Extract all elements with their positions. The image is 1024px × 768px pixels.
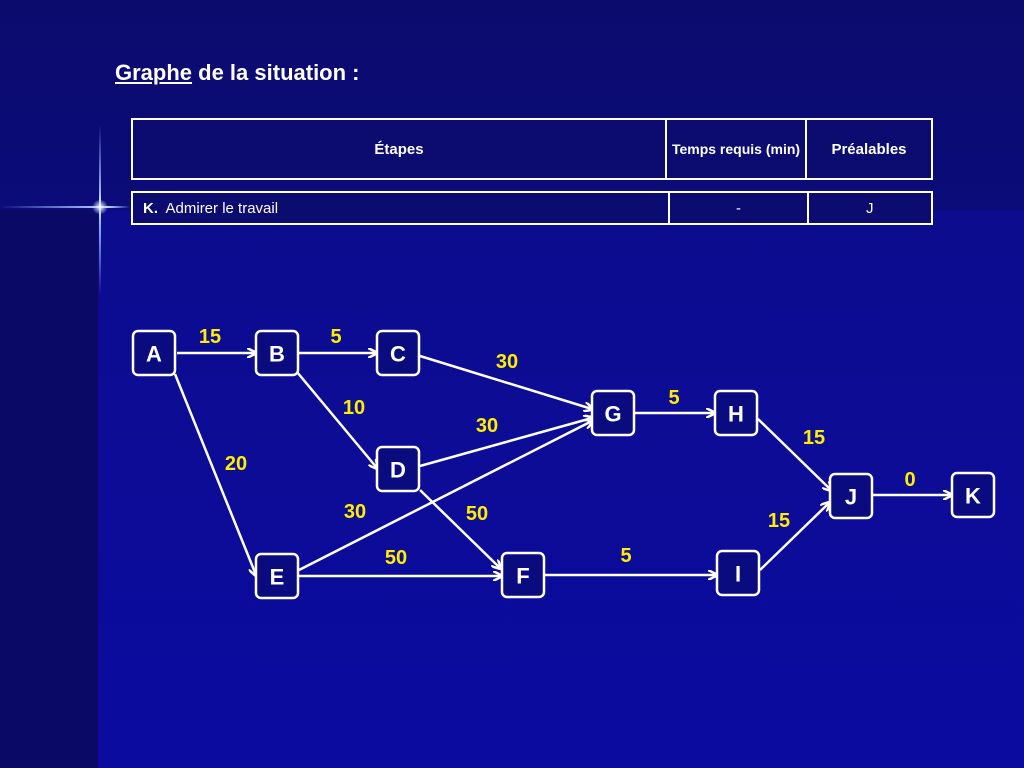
node-d: D <box>375 445 421 493</box>
background-left-band <box>0 210 98 768</box>
row-step-code: K. <box>143 199 158 217</box>
steps-table-header: Étapes Temps requis (min) Préalables <box>131 118 933 180</box>
edge-a-e <box>173 373 256 575</box>
edge-c-g <box>419 354 592 409</box>
edge-weight-c-g: 30 <box>496 351 518 373</box>
node-box <box>500 551 546 599</box>
title-rest: de la situation : <box>192 60 360 85</box>
edge-e-g <box>298 421 592 572</box>
light-flare-horizontal <box>0 206 130 208</box>
arrow-line <box>419 418 592 468</box>
node-label: G <box>604 402 621 427</box>
edge-weight-i-j: 15 <box>768 510 790 532</box>
edge-i-j <box>759 503 829 571</box>
node-box <box>828 472 874 520</box>
page-title: Graphe de la situation : <box>115 60 360 86</box>
node-box <box>254 329 300 377</box>
edge-weight-j-k: 0 <box>904 469 915 491</box>
node-label: H <box>728 402 744 427</box>
arrow-line <box>757 418 831 490</box>
edge-weight-f-i: 5 <box>620 545 631 567</box>
row-time-cell: - <box>668 191 809 225</box>
arrow-line <box>759 503 829 571</box>
edge-b-d <box>296 371 377 468</box>
node-label: I <box>735 562 741 587</box>
node-box <box>713 389 759 437</box>
steps-table-row: K. Admirer le travail - J <box>130 191 934 225</box>
node-e: E <box>254 552 300 600</box>
node-i: I <box>715 549 761 597</box>
header-etapes: Étapes <box>131 118 667 180</box>
edge-weight-e-f: 50 <box>385 547 407 569</box>
node-label: B <box>269 342 285 367</box>
node-box <box>254 552 300 600</box>
header-temps-requis: Temps requis (min) <box>665 118 807 180</box>
node-label: D <box>390 458 406 483</box>
row-step-name: Admirer le travail <box>165 199 279 217</box>
node-box <box>590 389 636 437</box>
edge-weight-d-f: 50 <box>466 503 488 525</box>
edge-weight-a-b: 15 <box>199 326 221 348</box>
title-underlined-word: Graphe <box>115 60 193 85</box>
node-label: C <box>390 342 406 367</box>
edge-weight-e-g: 30 <box>344 501 366 523</box>
node-a: A <box>131 329 177 377</box>
node-box <box>950 471 996 519</box>
node-box <box>375 445 421 493</box>
edge-weight-b-d: 10 <box>343 397 365 419</box>
node-box <box>715 549 761 597</box>
arrow-line <box>419 354 592 409</box>
edge-d-g <box>419 418 592 468</box>
edge-weight-h-j: 15 <box>803 427 825 449</box>
node-label: J <box>845 485 857 510</box>
light-flare-center <box>92 200 108 214</box>
edge-weight-d-g: 30 <box>476 415 498 437</box>
edge-h-j <box>757 418 831 490</box>
node-c: C <box>375 329 421 377</box>
edge-weight-b-c: 5 <box>330 326 341 348</box>
node-box <box>375 329 421 377</box>
node-b: B <box>254 329 300 377</box>
row-prereq-cell: J <box>806 191 934 225</box>
row-step-cell: K. Admirer le travail <box>130 191 671 225</box>
edge-weight-g-h: 5 <box>668 387 679 409</box>
node-label: F <box>516 564 529 589</box>
node-f: F <box>500 551 546 599</box>
node-j: J <box>828 472 874 520</box>
arrow-line <box>173 373 256 575</box>
node-label: A <box>146 342 162 367</box>
arrow-line <box>296 371 377 468</box>
node-k: K <box>950 471 996 519</box>
node-label: K <box>965 484 981 509</box>
arrow-line <box>298 421 592 572</box>
node-h: H <box>713 389 759 437</box>
node-g: G <box>590 389 636 437</box>
node-label: E <box>270 565 285 590</box>
edge-weight-a-e: 20 <box>225 453 247 475</box>
header-prealables: Préalables <box>805 118 933 180</box>
node-box <box>131 329 177 377</box>
